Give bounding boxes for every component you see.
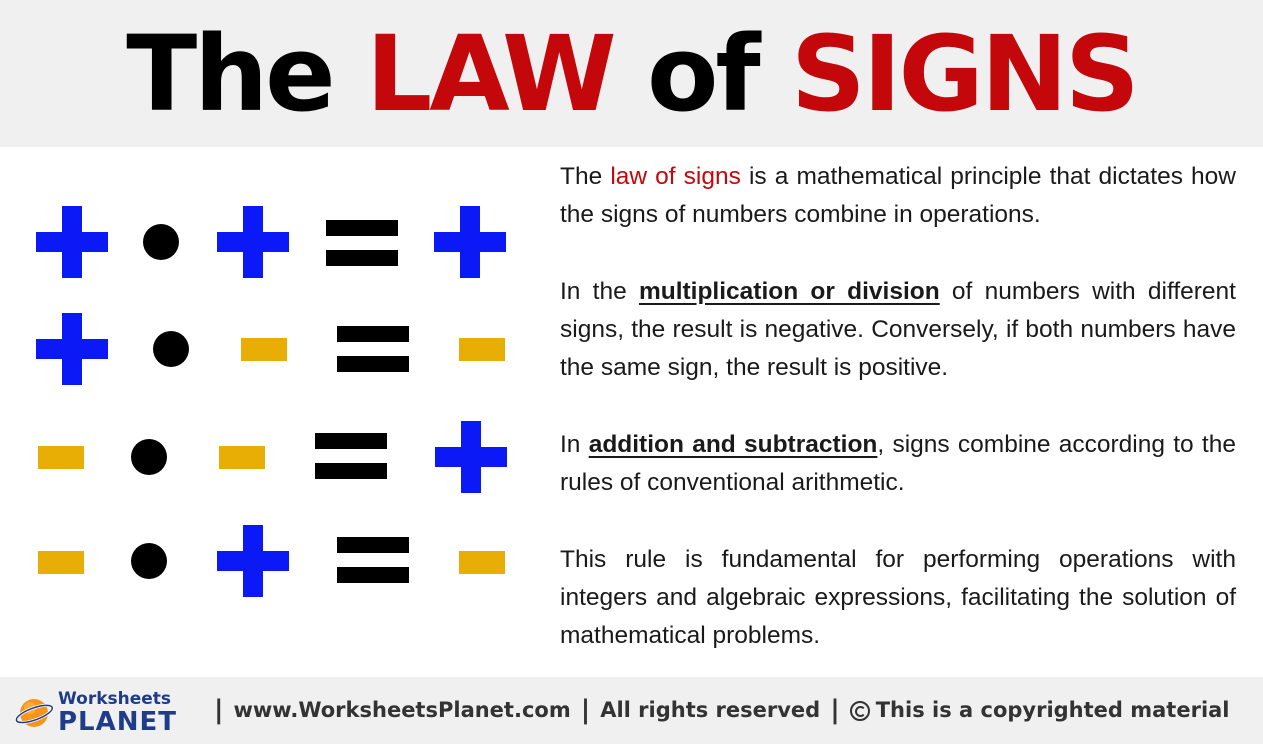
paragraph-fundamental: This rule is fundamental for performing … [560,546,1236,649]
plus-icon [36,206,108,278]
multiply-dot-icon [153,331,189,367]
plus-icon [435,421,507,493]
minus-icon [38,446,84,469]
multiply-dot-icon [143,224,179,260]
copyright-icon [849,701,870,721]
planet-icon [14,699,54,727]
equals-icon [337,326,409,372]
logo-text-planet: PLANET [58,707,178,737]
rights-text: All rights reserved [600,698,821,722]
equals-icon [315,433,387,479]
minus-icon [459,338,505,361]
plus-icon [217,206,289,278]
sign-rules-diagram [0,150,540,670]
title-word-law: LAW [365,12,617,135]
minus-icon [459,551,505,574]
minus-icon [241,338,287,361]
highlight-addition-subtraction: addition and subtraction [588,431,878,458]
minus-icon [219,446,265,469]
separator: | [580,695,591,725]
multiply-dot-icon [131,439,167,475]
worksheets-planet-logo[interactable]: Worksheets PLANET [8,683,198,739]
equals-icon [326,220,398,266]
footer: Worksheets PLANET | www.WorksheetsPlanet… [0,677,1263,744]
title-word-of: of [646,12,761,135]
separator: | [214,695,224,725]
highlight-multiplication-division: multiplication or division [638,278,940,305]
logo-text-worksheets: Worksheets [58,689,172,709]
footer-credits: | www.WorksheetsPlanet.com | All rights … [214,695,1230,725]
multiply-dot-icon [131,543,167,579]
equals-icon [337,537,409,583]
highlight-law-of-signs: law of signs [610,163,741,190]
paragraph-multiplication: In the multiplication or division of num… [560,278,1236,381]
plus-icon [36,313,108,385]
title-word-the: The [126,12,336,135]
paragraph-definition: The law of signs is a mathematical princ… [560,163,1236,228]
copyright-text: This is a copyrighted material [875,698,1230,722]
paragraph-addition: In addition and subtraction, signs combi… [560,431,1236,496]
website-link[interactable]: www.WorksheetsPlanet.com [233,698,571,722]
separator: | [830,695,840,725]
copyright-text-group: This is a copyrighted material [849,698,1230,722]
title-word-signs: SIGNS [790,12,1140,135]
explanation-text: The law of signs is a mathematical princ… [560,158,1236,694]
minus-icon [38,551,84,574]
plus-icon [217,525,289,597]
header-banner: The LAW of SIGNS [0,0,1263,147]
plus-icon [434,206,506,278]
page-title: The LAW of SIGNS [126,22,1140,126]
